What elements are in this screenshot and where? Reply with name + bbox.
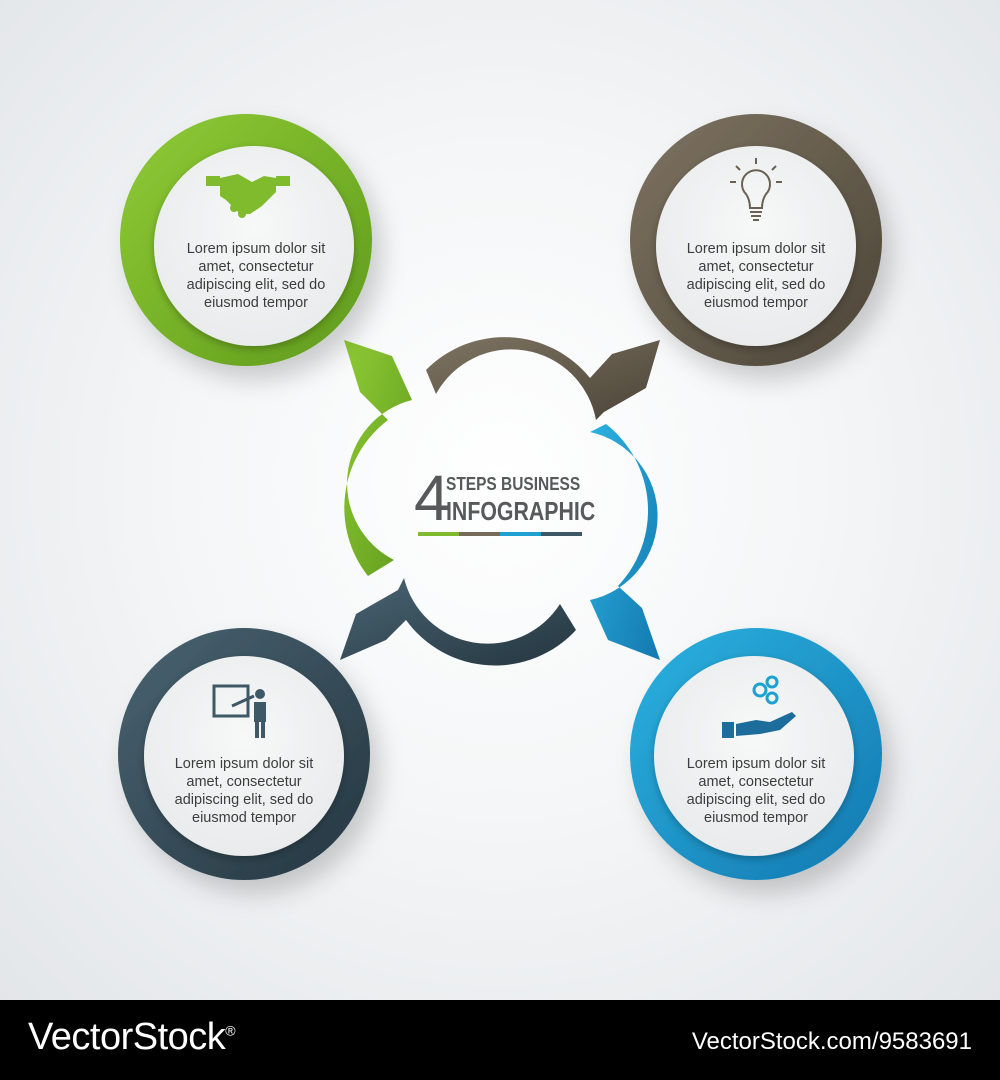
watermark-footer: VectorStock® VectorStock.com/9583691 xyxy=(0,1000,1000,1080)
center-ring xyxy=(340,337,660,666)
title-line-2: INFOGRAPHIC xyxy=(446,496,596,526)
infographic-canvas: Lorem ipsum dolor sit amet, consectetur … xyxy=(0,0,1000,1000)
arrow-slate xyxy=(340,578,576,666)
step-2-line-1: Lorem ipsum dolor sit xyxy=(686,241,826,257)
title-line-1: STEPS BUSINESS xyxy=(446,474,581,494)
step-circle-3 xyxy=(630,628,882,880)
step-1-line-3: adipiscing elit, sed do xyxy=(186,277,326,293)
step-2-text: Lorem ipsum dolor sit amet, consectetur … xyxy=(656,240,856,312)
arrow-blue xyxy=(590,424,660,660)
title-number: 4 xyxy=(414,462,450,534)
step-3-line-2: amet, consectetur xyxy=(698,774,814,790)
arrow-green xyxy=(344,340,412,576)
handshake-icon xyxy=(206,174,290,218)
step-4-text: Lorem ipsum dolor sit amet, consectetur … xyxy=(144,755,344,827)
step-2-line-2: amet, consectetur xyxy=(698,259,814,275)
step-1-line-1: Lorem ipsum dolor sit xyxy=(186,241,326,257)
step-3-text: Lorem ipsum dolor sit amet, consectetur … xyxy=(656,755,856,827)
step-1-line-4: eiusmod tempor xyxy=(204,295,308,311)
lightbulb-icon xyxy=(730,158,782,221)
presenter-at-board-icon xyxy=(212,684,266,738)
center-title: 4 STEPS BUSINESS INFOGRAPHIC xyxy=(414,462,596,546)
step-4-line-4: eiusmod tempor xyxy=(192,810,296,826)
footer-brand-mark: ® xyxy=(225,1022,236,1039)
step-circle-4 xyxy=(118,628,370,880)
step-3-line-3: adipiscing elit, sed do xyxy=(686,792,826,808)
gears-in-hand-icon xyxy=(722,675,796,738)
infographic-diagram xyxy=(118,114,882,880)
step-1-text: Lorem ipsum dolor sit amet, consectetur … xyxy=(156,240,356,312)
step-4-line-3: adipiscing elit, sed do xyxy=(174,792,314,808)
step-2-line-3: adipiscing elit, sed do xyxy=(686,277,826,293)
title-bar-green xyxy=(418,532,459,536)
step-circle-2 xyxy=(630,114,882,366)
title-bar-brown xyxy=(459,532,500,536)
step-3-line-1: Lorem ipsum dolor sit xyxy=(686,756,826,772)
step-3-line-4: eiusmod tempor xyxy=(704,810,808,826)
step-4-line-2: amet, consectetur xyxy=(186,774,302,790)
footer-brand-text: VectorStock xyxy=(28,1016,226,1058)
footer-stock-id: VectorStock.com/9583691 xyxy=(691,1028,972,1055)
title-bar-blue xyxy=(500,532,541,536)
title-bar-slate xyxy=(541,532,582,536)
step-circle-1 xyxy=(120,114,372,366)
arrow-brown xyxy=(426,337,660,420)
footer-brand: VectorStock® xyxy=(28,1016,236,1059)
step-2-line-4: eiusmod tempor xyxy=(704,295,808,311)
step-1-line-2: amet, consectetur xyxy=(198,259,314,275)
step-4-line-1: Lorem ipsum dolor sit xyxy=(174,756,314,772)
